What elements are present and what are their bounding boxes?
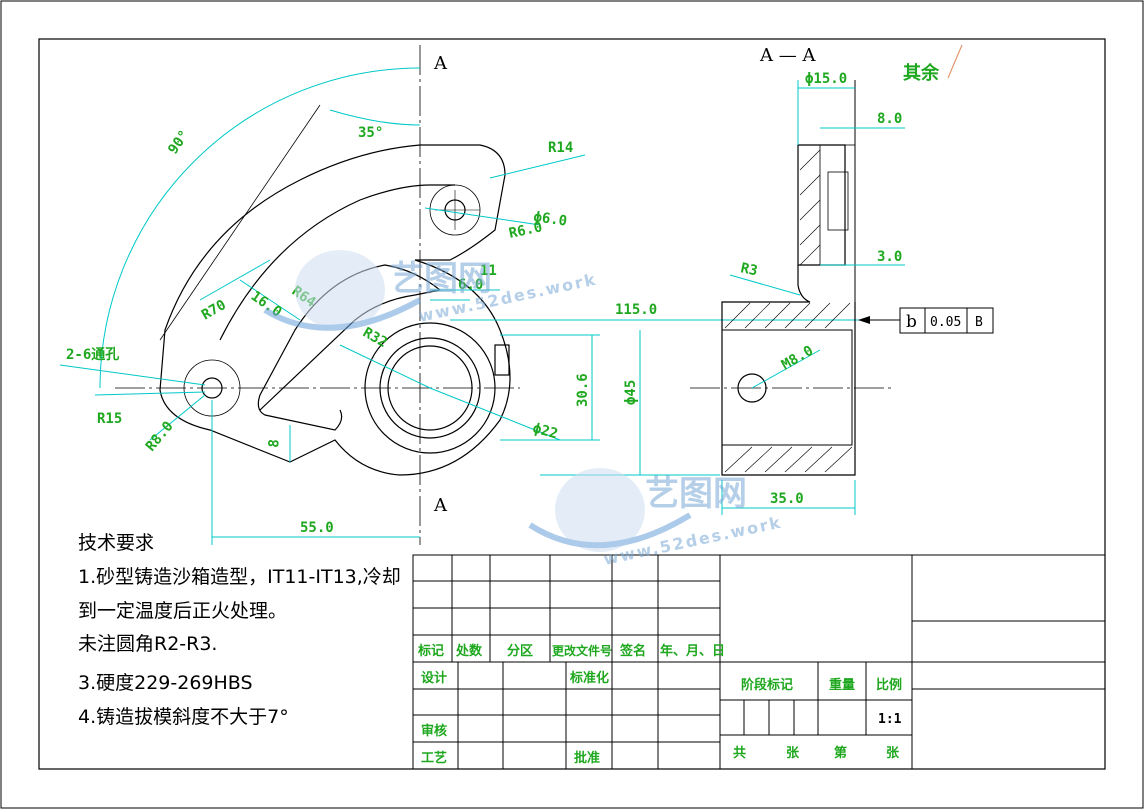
upper-boss: [429, 184, 481, 236]
tb-sheet2: 张: [886, 746, 900, 761]
notes-line4: 3.硬度229-269HBS: [78, 672, 253, 694]
dim-text-holes: 2-6通孔: [66, 347, 119, 363]
hatching: [724, 149, 853, 473]
tb-stage: 阶段标记: [741, 677, 793, 693]
notes-line1: 1.砂型铸造沙箱造型，IT11-IT13,冷却: [78, 566, 401, 588]
remaining-label: 其余: [903, 62, 940, 84]
dim-text-6: 6.0: [458, 277, 483, 293]
dim-text-r15: R15: [97, 411, 122, 427]
dim-text-phi15: ϕ15.0: [805, 71, 847, 87]
title-block: [412, 554, 1106, 770]
notes-title: 技术要求: [78, 532, 154, 554]
inner-rib: [219, 184, 455, 341]
boss-hole: [827, 171, 849, 231]
section-dim-lines: [721, 44, 963, 515]
watermark-brand-2: 艺图网: [645, 474, 747, 514]
r8-leader: [149, 394, 206, 441]
section-view: [690, 80, 895, 476]
dim-16: [239, 279, 301, 321]
tb-sign: 签名: [619, 643, 646, 659]
tb-standard: 标准化: [569, 670, 609, 686]
notes-line3: 未注圆角R2-R3.: [78, 633, 217, 655]
tb-approve: 批准: [574, 750, 600, 766]
section-label-top: A: [433, 53, 448, 74]
tb-weight: 重量: [829, 677, 855, 693]
dim-text-r3: R3: [739, 260, 759, 279]
r14-leader: [489, 154, 586, 179]
bore-ring: [379, 337, 481, 439]
bore-outer: [364, 322, 496, 454]
dim-text-35: 35.0: [770, 491, 804, 507]
front-view: [115, 45, 520, 545]
phi22-leader: [429, 387, 561, 441]
dim-text-35: 35°: [358, 125, 383, 141]
holes-leader: [59, 364, 206, 386]
front-dim-lines: [59, 67, 860, 545]
tb-sheet1: 张: [786, 746, 800, 761]
section-title: A — A: [759, 45, 816, 66]
tol-symbol: b: [906, 312, 917, 332]
dim-text-r32: R32: [360, 325, 390, 352]
boss-outline: [797, 144, 846, 266]
tb-review: 审核: [421, 723, 447, 739]
tb-process: 工艺: [421, 750, 447, 766]
dim-text-r6: R6.0: [508, 219, 544, 242]
r70-leader: [199, 259, 271, 301]
dim-text-phi45: ϕ45: [623, 380, 639, 405]
watermark-1: 艺图网 www.52des.work: [263, 250, 599, 331]
m8-leader: [751, 349, 821, 389]
technical-notes: 技术要求 1.砂型铸造沙箱造型，IT11-IT13,冷却 到一定温度后正火处理。…: [78, 532, 401, 728]
r3-leader: [729, 274, 801, 296]
tb-mark: 标记: [417, 643, 444, 659]
dim-text-55: 55.0: [300, 520, 334, 536]
notes-line2: 到一定温度后正火处理。: [78, 600, 287, 622]
title-block-labels: 标记 处数 分区 更改文件号 签名 年、月、日 设计 标准化 审核 工艺 批准 …: [417, 643, 902, 766]
dim-text-3-0: 3.0: [877, 249, 902, 265]
tb-scale: 比例: [876, 677, 902, 693]
tb-scale-value: 1:1: [878, 712, 902, 727]
dim-text-r14: R14: [548, 140, 573, 156]
dim-text-8: 8: [266, 439, 283, 449]
tb-count: 处数: [455, 643, 483, 659]
tb-total: 共: [733, 745, 746, 761]
notes-line5: 4.铸造拔模斜度不大于7°: [78, 706, 289, 728]
dim-text-r8: R8.0: [143, 418, 177, 454]
dim-text-phi22: ϕ22: [531, 420, 560, 442]
tol-value: 0.05: [930, 315, 961, 330]
bore-inner: [387, 345, 473, 431]
left-hole: [201, 377, 223, 399]
watermark-brand-1: 艺图网: [390, 259, 492, 299]
dim-text-m8: M8.0: [779, 343, 816, 374]
body-outline: [159, 144, 511, 476]
arc-35: [329, 109, 421, 126]
watermark-2: 艺图网 www.52des.work: [528, 468, 784, 569]
tol-arrow: [858, 316, 870, 324]
boss-inner: [819, 144, 856, 266]
tb-doc-no: 更改文件号: [552, 643, 612, 658]
tol-datum: B: [975, 315, 983, 330]
keyway: [494, 344, 510, 376]
arc-90: [99, 67, 421, 389]
r32-leader: [339, 344, 431, 389]
dim-text-115: 115.0: [615, 302, 657, 318]
dim-text-8-0: 8.0: [877, 111, 902, 127]
tb-nth: 第: [834, 745, 847, 761]
tb-zone: 分区: [507, 643, 533, 659]
dim-text-phi6: ϕ6.0: [532, 209, 568, 230]
tb-design: 设计: [421, 670, 447, 686]
dim-text-r70: R70: [199, 297, 229, 324]
phi6-leader: [424, 207, 541, 226]
tb-date: 年、月、日: [660, 643, 725, 659]
dim-text-90: 90°: [165, 127, 193, 157]
roughness-symbol: [947, 44, 963, 79]
tolerance-frame: b 0.05 B: [899, 307, 994, 334]
construction-line: [159, 104, 321, 341]
r15-leader: [94, 391, 206, 396]
dim-text-11: 11: [480, 263, 497, 279]
hub-bore: [721, 329, 853, 446]
section-label-bottom: A: [433, 495, 448, 516]
dim-text-30-6: 30.6: [575, 373, 591, 407]
